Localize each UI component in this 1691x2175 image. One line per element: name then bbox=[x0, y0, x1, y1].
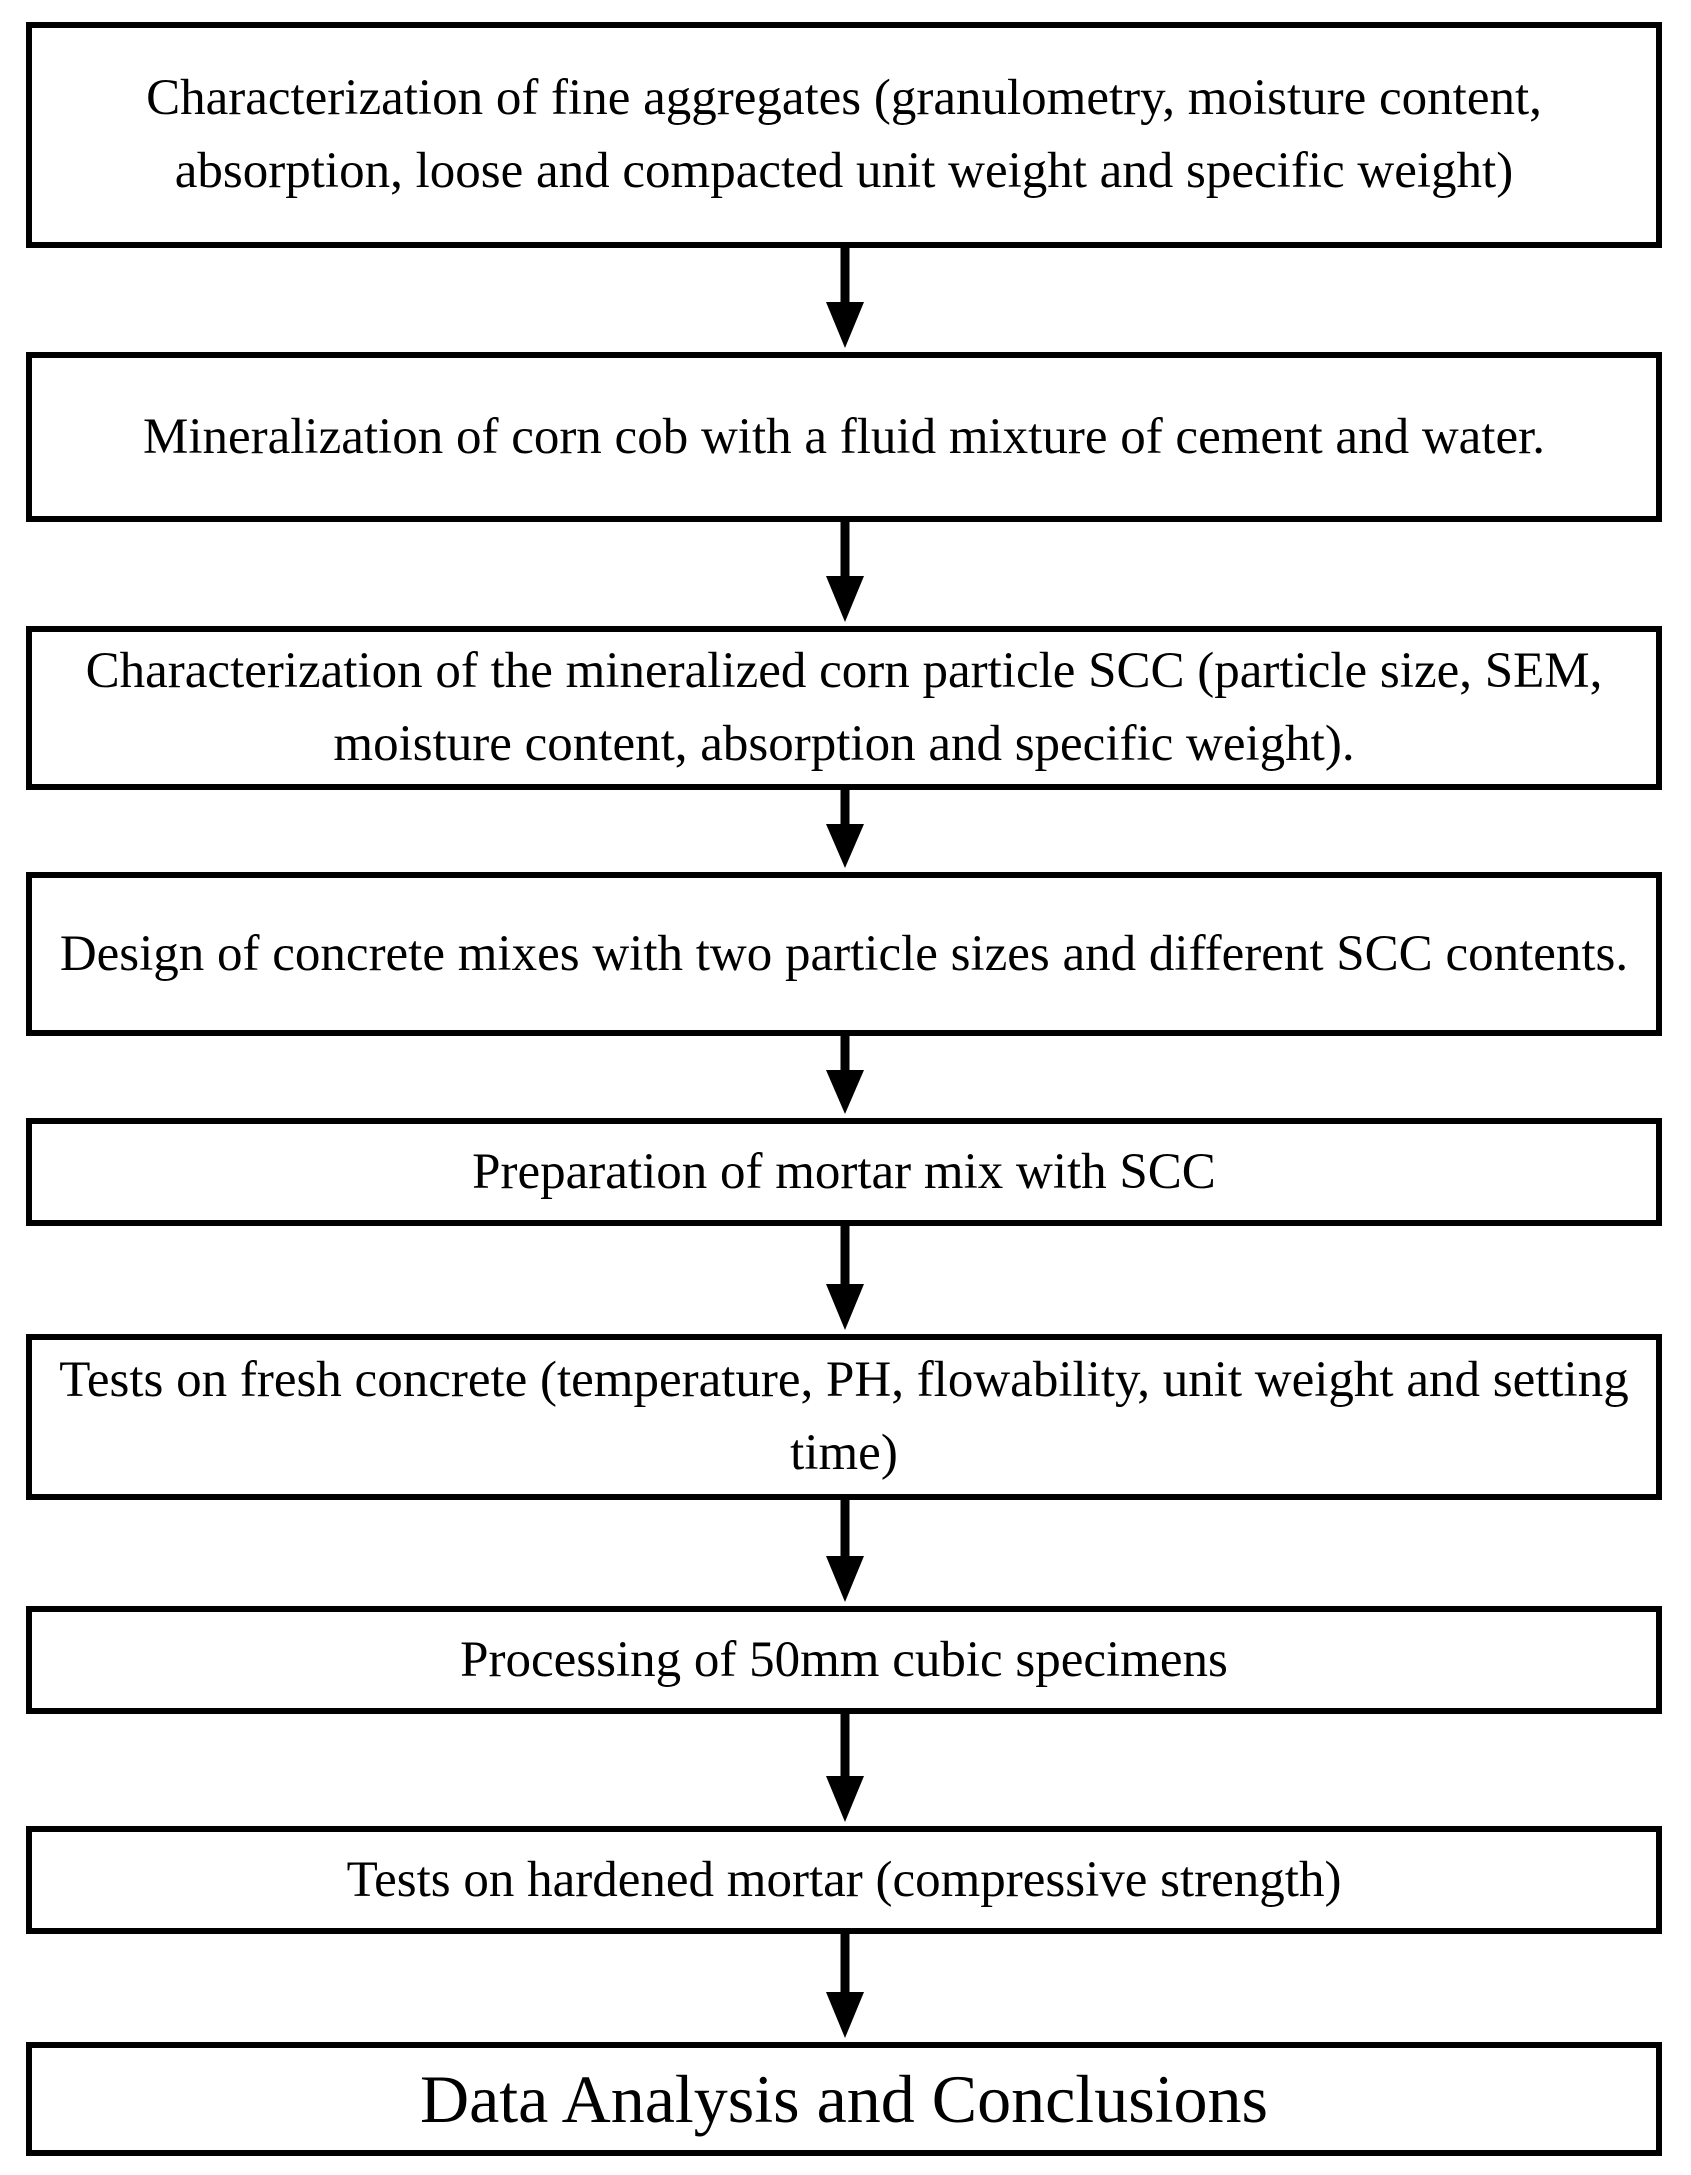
arrow-3-to-4 bbox=[826, 790, 864, 868]
step-7-text: Processing of 50mm cubic specimens bbox=[460, 1631, 1228, 1688]
arrow-2-to-3 bbox=[826, 522, 864, 622]
step-5-box: Preparation of mortar mix with SCC bbox=[26, 1118, 1662, 1226]
step-1-text: Characterization of fine aggregates (gra… bbox=[146, 70, 1542, 199]
step-3-box: Characterization of the mineralized corn… bbox=[26, 626, 1662, 790]
arrow-1-to-2 bbox=[826, 248, 864, 348]
arrow-5-to-6 bbox=[826, 1226, 864, 1330]
step-8-text: Tests on hardened mortar (compressive st… bbox=[346, 1851, 1342, 1908]
step-9-text: Data Analysis and Conclusions bbox=[419, 2061, 1269, 2137]
arrow-8-to-9 bbox=[826, 1934, 864, 2038]
step-6-text: Tests on fresh concrete (temperature, PH… bbox=[59, 1352, 1629, 1481]
step-7-box: Processing of 50mm cubic specimens bbox=[26, 1606, 1662, 1714]
step-3-text: Characterization of the mineralized corn… bbox=[85, 643, 1603, 772]
step-4-box: Design of concrete mixes with two partic… bbox=[26, 872, 1662, 1036]
step-1-box: Characterization of fine aggregates (gra… bbox=[26, 22, 1662, 248]
step-5-text: Preparation of mortar mix with SCC bbox=[472, 1143, 1216, 1200]
arrow-4-to-5 bbox=[826, 1036, 864, 1114]
step-2-box: Mineralization of corn cob with a fluid … bbox=[26, 352, 1662, 522]
step-6-box: Tests on fresh concrete (temperature, PH… bbox=[26, 1334, 1662, 1500]
step-4-text: Design of concrete mixes with two partic… bbox=[59, 925, 1629, 982]
step-2-text: Mineralization of corn cob with a fluid … bbox=[142, 408, 1546, 465]
arrow-6-to-7 bbox=[826, 1500, 864, 1602]
arrow-7-to-8 bbox=[826, 1714, 864, 1822]
step-8-box: Tests on hardened mortar (compressive st… bbox=[26, 1826, 1662, 1934]
step-9-box: Data Analysis and Conclusions bbox=[26, 2042, 1662, 2156]
